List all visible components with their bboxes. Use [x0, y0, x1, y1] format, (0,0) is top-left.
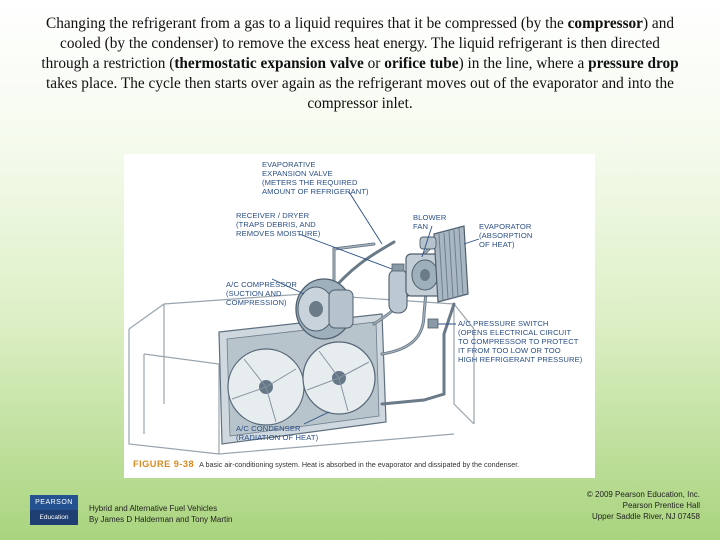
copyright-notice: © 2009 Pearson Education, Inc. Pearson P… — [460, 489, 700, 522]
label-evaporator: EVAPORATOR (ABSORPTION OF HEAT) — [479, 222, 533, 249]
pressure-switch-shape — [427, 318, 439, 329]
intro-paragraph: Changing the refrigerant from a gas to a… — [40, 14, 680, 114]
label-receiver-dryer: RECEIVER / DRYER (TRAPS DEBRIS, AND REMO… — [236, 211, 321, 238]
term-thermostatic-expansion-valve: thermostatic expansion valve — [174, 55, 364, 72]
book-credit: Hybrid and Alternative Fuel Vehicles By … — [89, 503, 329, 525]
figure-caption-text: A basic air-conditioning system. Heat is… — [199, 460, 520, 469]
intro-text-3: or — [363, 55, 385, 72]
leader-lines — [271, 191, 480, 425]
term-compressor: compressor — [567, 15, 643, 32]
condenser-shape — [218, 313, 387, 445]
label-expansion-valve: EVAPORATIVE EXPANSION VALVE (METERS THE … — [262, 160, 369, 196]
book-title: Hybrid and Alternative Fuel Vehicles — [89, 504, 218, 513]
intro-text-4: ) in the line, where a — [458, 55, 589, 72]
receiver-dryer-shape — [388, 263, 408, 314]
label-blower-fan: BLOWER FAN — [413, 213, 447, 231]
figure-caption: FIGURE 9-38 A basic air-conditioning syst… — [133, 459, 588, 473]
ac-system-figure: EVAPORATIVE EXPANSION VALVE (METERS THE … — [124, 154, 595, 478]
book-authors: By James D Halderman and Tony Martin — [89, 515, 233, 524]
publisher-address: Upper Saddle River, NJ 07458 — [591, 512, 700, 521]
copyright-line: © 2009 Pearson Education, Inc. — [586, 490, 700, 499]
evaporator-shape — [419, 225, 469, 303]
term-pressure-drop: pressure drop — [588, 55, 679, 72]
ac-system-illustration — [128, 191, 480, 455]
blower-fan-shape — [405, 253, 445, 297]
intro-text-1: Changing the refrigerant from a gas to a… — [46, 15, 568, 32]
pearson-logo-bottom: Education — [39, 514, 69, 521]
publisher-line: Pearson Prentice Hall — [622, 501, 700, 510]
compressor-shape — [295, 278, 354, 340]
intro-text-2: ) and cooled (by the condenser) to remov… — [41, 15, 674, 72]
label-condenser: A/C CONDENSER (RADIATION OF HEAT) — [236, 424, 319, 442]
term-orifice-tube: orifice tube — [384, 55, 459, 72]
intro-text-5: takes place. The cycle then starts over … — [46, 75, 674, 112]
label-compressor: A/C COMPRESSOR (SUCTION AND COMPRESSION) — [226, 280, 298, 307]
pearson-logo-top: PEARSON — [30, 495, 78, 510]
label-pressure-switch: A/C PRESSURE SWITCH (OPENS ELECTRICAL CI… — [458, 319, 583, 364]
pearson-logo: PEARSON Education — [30, 495, 78, 525]
figure-number: FIGURE 9-38 — [133, 459, 195, 469]
